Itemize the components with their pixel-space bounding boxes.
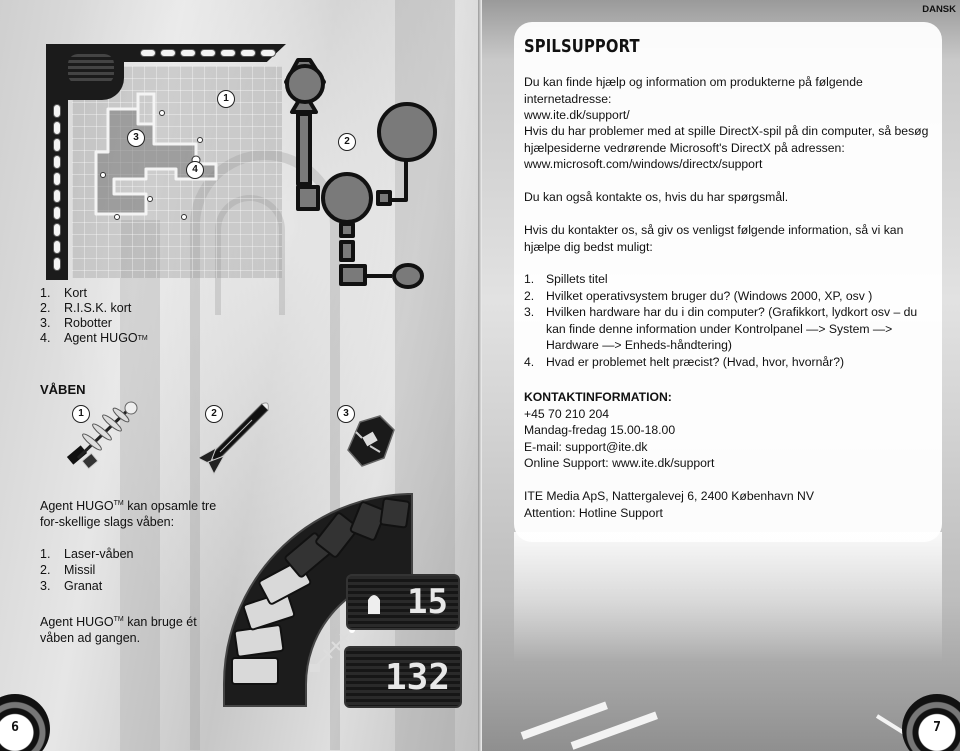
weapon-callout-3: 3 [337, 405, 355, 423]
page-number: 7 [933, 720, 941, 735]
map-callout-3: 3 [127, 129, 145, 147]
map-callout-1: 1 [217, 90, 235, 108]
weapon-callout-1: 1 [72, 405, 90, 423]
contact-phone: +45 70 210 204 [524, 406, 610, 421]
weapon-callout-2: 2 [205, 405, 223, 423]
weapon-item: 2.Missil [40, 563, 96, 577]
ammo-value: 15 [407, 582, 448, 622]
page-number-badge: 7 [902, 694, 960, 751]
legend-item: 1.Kort [40, 286, 87, 300]
question-item: 4.Hvad er problemet helt præcist? (Hvad,… [524, 354, 845, 369]
weapon-item: 1.Laser-våben [40, 547, 134, 561]
weapons-outro: Agent HUGOTM kan bruge ét våben ad gange… [40, 615, 197, 646]
fog-overlay [514, 532, 942, 662]
map-frame-lights-vertical [53, 104, 61, 271]
contact-email[interactable]: E-mail: support@ite.dk [524, 439, 648, 454]
left-page: 1 3 4 2 1.Kort 2.R.I.S.K. kort 3.Robotte… [0, 0, 482, 751]
map-callout-2: 2 [338, 133, 356, 151]
map-track-icon [94, 92, 218, 220]
contact-online[interactable]: Online Support: www.ite.dk/support [524, 456, 715, 470]
weapons-intro: Agent HUGOTM kan opsamle tre for-skellig… [40, 499, 217, 530]
weapons-list: 1.Laser-våben 2.Missil 3.Granat [40, 546, 134, 594]
game-hud-figure: 15 132 [218, 486, 468, 712]
directx-help: Hvis du har problemer med at spille Dire… [524, 123, 934, 173]
contact-hours: Mandag-fredag 15.00-18.00 [524, 423, 676, 437]
grenade-icon [347, 415, 395, 467]
score-counter: 132 [344, 646, 462, 708]
right-page: DANSK 7 [482, 0, 960, 751]
score-value: 132 [384, 656, 450, 698]
map-callout-4: 4 [186, 161, 204, 179]
content-panel [514, 22, 942, 662]
question-item: 1.Spillets titel [524, 272, 608, 286]
background-door [215, 195, 285, 315]
contact-note: Du kan også kontakte os, hvis du har spø… [524, 190, 789, 204]
question-item: 2.Hvilket operativsystem bruger du? (Win… [524, 288, 873, 303]
contact-heading: KONTAKTINFORMATION: [524, 390, 672, 404]
map-track-figure [46, 44, 286, 280]
laser-weapon-icon [66, 401, 138, 470]
directx-url-link[interactable]: www.microsoft.com/windows/directx/suppor… [524, 157, 763, 171]
contact-info: KONTAKTINFORMATION: +45 70 210 204 Manda… [524, 389, 934, 472]
legend-item: 3.Robotter [40, 316, 112, 330]
legend-item: 2.R.I.S.K. kort [40, 301, 132, 315]
company-address: ITE Media ApS, Nattergalevej 6, 2400 Køb… [524, 489, 814, 520]
page-number: 6 [11, 720, 19, 735]
question-item: 3.Hvilken hardware har du i din computer… [524, 305, 918, 352]
support-intro: Du kan finde hjælp og information om pro… [524, 74, 934, 124]
bullet-icon [368, 595, 380, 614]
risk-card-map-icon [284, 58, 437, 289]
map-legend-list: 1.Kort 2.R.I.S.K. kort 3.Robotter 4.Agen… [40, 286, 148, 346]
questions-list: 1.Spillets titel 2.Hvilket operativsyste… [524, 271, 934, 370]
language-tag: DANSK [922, 4, 956, 15]
map-frame-lights [140, 49, 276, 57]
hud-health-arc [222, 493, 413, 707]
background-arch [190, 150, 340, 750]
page-title: SPILSUPPORT [524, 36, 640, 57]
weapons-heading: VÅBEN [40, 382, 86, 397]
page-number-badge: 6 [0, 694, 50, 751]
background-pillar [120, 220, 160, 751]
support-url-link[interactable]: www.ite.dk/support/ [524, 108, 630, 122]
info-request: Hvis du kontakter os, så giv os venligst… [524, 223, 904, 254]
ammo-counter: 15 [346, 574, 460, 630]
missile-icon [196, 402, 269, 476]
weapon-item: 3.Granat [40, 579, 103, 593]
map-frame-corner [46, 44, 124, 100]
